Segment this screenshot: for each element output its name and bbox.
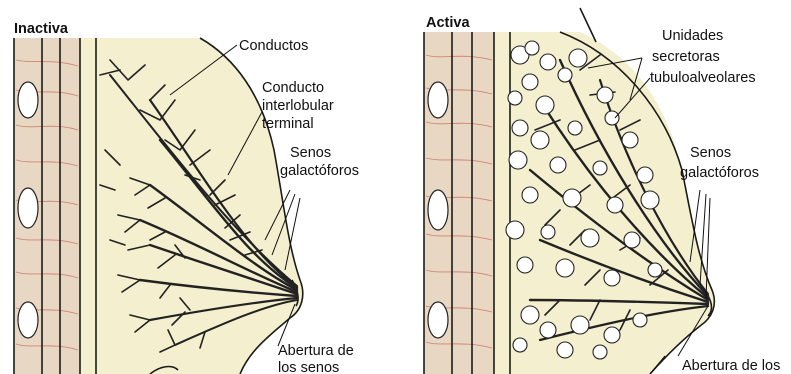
active-panel-title: Activa xyxy=(426,15,470,31)
label-los-senos: los senos xyxy=(278,360,339,374)
inactive-panel-title: Inactiva xyxy=(14,21,69,37)
label-galactoforos-active: galactóforos xyxy=(680,165,759,181)
label-tubuloalveolares: tubuloalveolares xyxy=(650,70,756,86)
panel-active: Activa Unidades secretoras tubuloalveola… xyxy=(424,8,780,374)
label-unidades: Unidades xyxy=(662,28,723,44)
label-galactoforos-inactive: galactóforos xyxy=(280,163,359,179)
label-terminal: terminal xyxy=(262,116,314,132)
label-senos-active: Senos xyxy=(690,145,731,161)
label-secretoras: secretoras xyxy=(652,49,720,65)
label-abertura-inactive: Abertura de xyxy=(278,343,354,359)
label-senos-inactive: Senos xyxy=(290,145,331,161)
panel-inactive: Inactiva Conductos Conducto interlobular… xyxy=(14,21,359,374)
label-conductos: Conductos xyxy=(239,38,308,54)
label-abertura-active: Abertura de los xyxy=(682,358,780,374)
label-conducto: Conducto xyxy=(262,80,324,96)
label-interlobular: interlobular xyxy=(262,98,334,114)
